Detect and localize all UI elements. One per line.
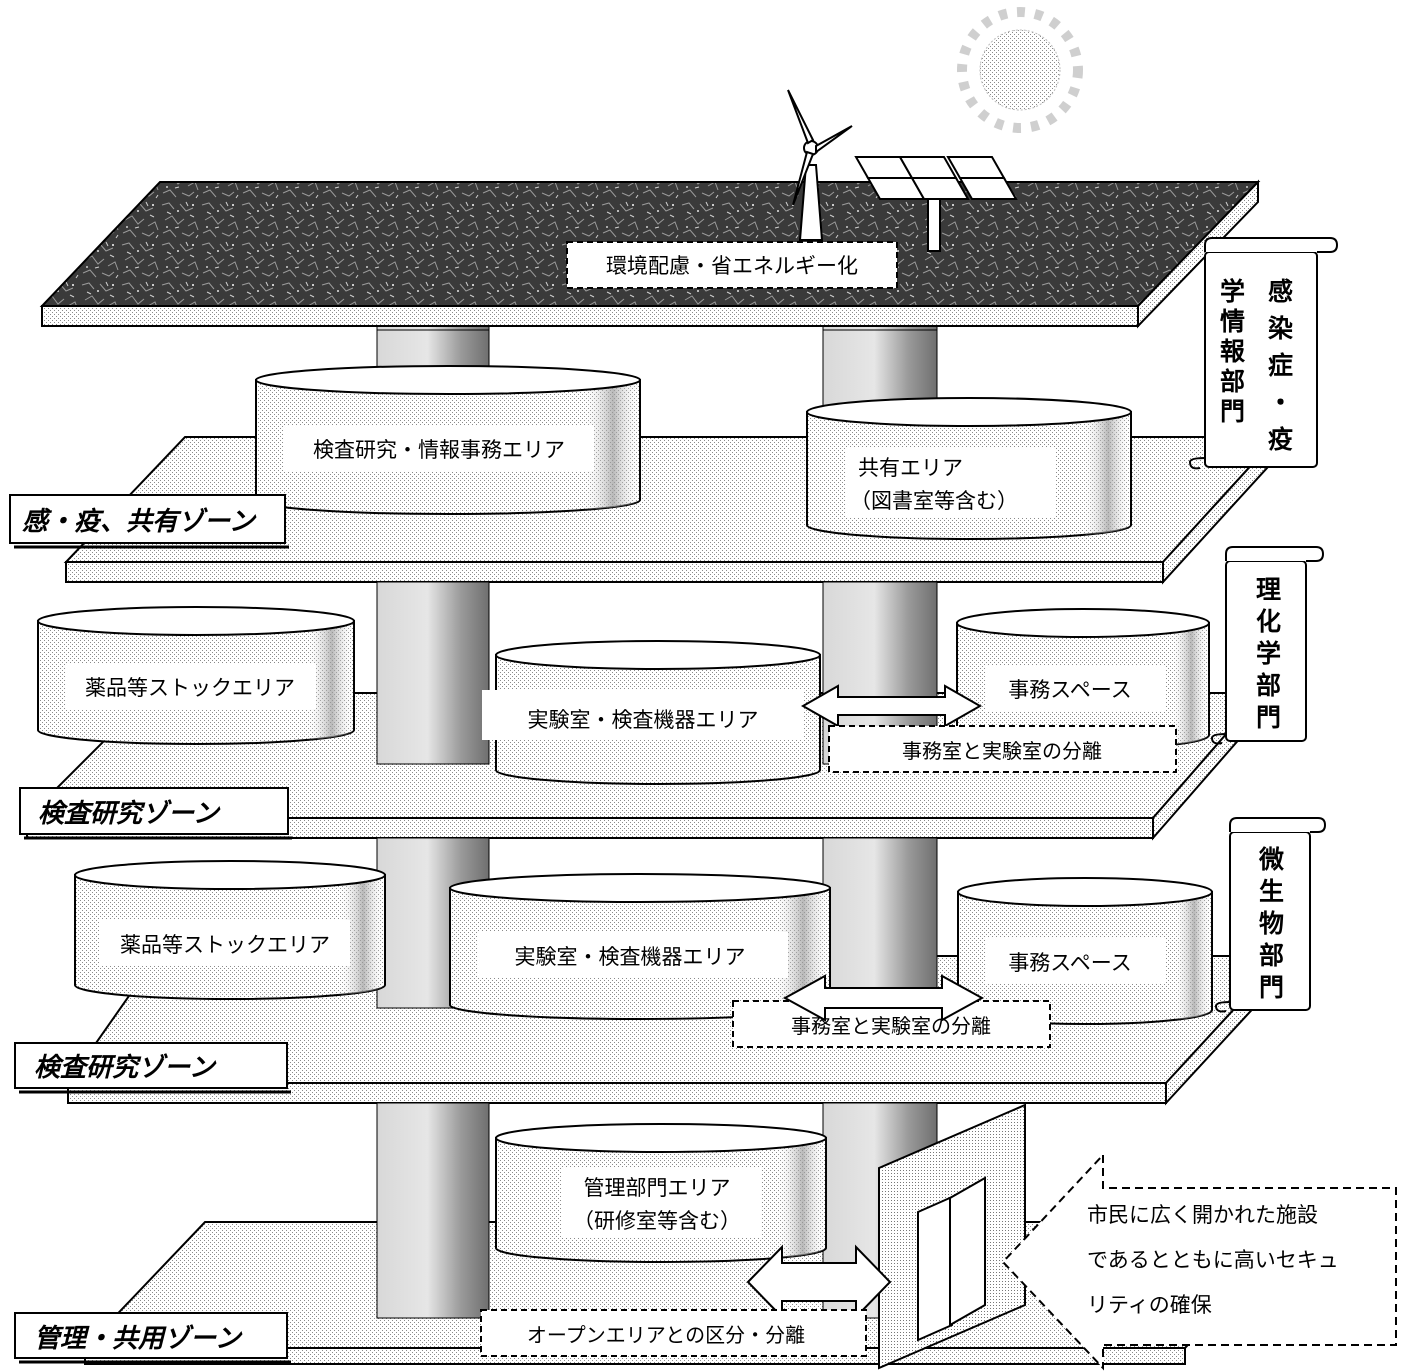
svg-text:部: 部	[1259, 941, 1284, 970]
svg-text:門: 門	[1259, 973, 1284, 1002]
area-cylinder: 事務スペース	[956, 608, 1210, 750]
department-scroll: 感 染 症 ・ 疫 学 情 報 部 門	[1188, 237, 1339, 470]
department-scroll: 理 化 学 部 門	[1210, 546, 1325, 745]
svg-text:事務室と実験室の分離: 事務室と実験室の分離	[902, 739, 1102, 763]
svg-text:管理・共用ゾーン: 管理・共用ゾーン	[34, 1324, 243, 1354]
area-label: 検査研究・情報事務エリア	[313, 438, 565, 462]
svg-text:オープンエリアとの区分・分離: オープンエリアとの区分・分離	[527, 1323, 805, 1347]
area-label: 実験室・検査機器エリア	[515, 945, 746, 969]
area-cylinder: 共有エリア （図書室等含む）	[806, 397, 1132, 540]
svg-text:情: 情	[1220, 307, 1245, 336]
area-label: 薬品等ストックエリア	[120, 933, 330, 957]
separation-note: 事務室と実験室の分離	[828, 725, 1177, 773]
separation-note: オープンエリアとの区分・分離	[480, 1309, 867, 1357]
svg-text:市民に広く開かれた施設: 市民に広く開かれた施設	[1087, 1203, 1318, 1227]
svg-text:検査研究ゾーン: 検査研究ゾーン	[34, 1053, 217, 1083]
area-label: 事務スペース	[1008, 678, 1131, 702]
double-arrow-icon	[782, 974, 985, 1022]
area-cylinder: 薬品等ストックエリア	[74, 860, 386, 1000]
zone-label: 管理・共用ゾーン	[14, 1312, 291, 1364]
svg-text:化: 化	[1256, 607, 1281, 636]
svg-text:学: 学	[1220, 277, 1245, 306]
svg-text:・: ・	[1268, 388, 1293, 417]
wind-turbine-icon	[787, 89, 853, 241]
svg-text:理: 理	[1256, 575, 1281, 604]
area-label-sub: （図書室等含む）	[850, 489, 1018, 513]
area-label: 薬品等ストックエリア	[85, 676, 295, 700]
area-cylinder: 事務スペース	[957, 877, 1213, 1025]
sun-icon	[957, 7, 1083, 133]
svg-text:学: 学	[1256, 639, 1281, 668]
area-cylinder: 検査研究・情報事務エリア	[255, 365, 641, 515]
area-cylinder: 管理部門エリア （研修室等含む）	[495, 1123, 827, 1263]
svg-text:部: 部	[1256, 671, 1281, 700]
svg-text:感: 感	[1268, 277, 1293, 306]
svg-text:染: 染	[1268, 314, 1293, 343]
area-label-sub: （研修室等含む）	[573, 1209, 741, 1233]
zone-label: 検査研究ゾーン	[14, 1042, 291, 1094]
svg-text:検査研究ゾーン: 検査研究ゾーン	[38, 799, 221, 829]
svg-text:微: 微	[1258, 845, 1284, 874]
area-cylinder: 薬品等ストックエリア	[37, 606, 355, 745]
entrance-door-icon	[878, 1103, 1026, 1370]
roof-label: 環境配慮・省エネルギー化	[566, 241, 898, 289]
department-scroll: 微 生 物 部 門	[1214, 817, 1327, 1013]
zone-label: 感・疫、共有ゾーン	[9, 494, 289, 549]
svg-text:リティの確保: リティの確保	[1087, 1293, 1212, 1317]
svg-text:環境配慮・省エネルギー化: 環境配慮・省エネルギー化	[606, 254, 858, 278]
double-arrow-icon	[800, 684, 983, 728]
svg-text:疫: 疫	[1268, 425, 1293, 454]
area-label: 管理部門エリア	[584, 1176, 731, 1200]
security-callout: 市民に広く開かれた施設 であるとともに高いセキュ リティの確保	[1001, 1152, 1397, 1371]
svg-text:物: 物	[1259, 909, 1284, 938]
svg-text:感・疫、共有ゾーン: 感・疫、共有ゾーン	[22, 507, 257, 537]
svg-text:門: 門	[1220, 397, 1245, 426]
svg-text:部: 部	[1220, 367, 1245, 396]
area-label: 実験室・検査機器エリア	[528, 708, 759, 732]
svg-text:であるとともに高いセキュ: であるとともに高いセキュ	[1087, 1248, 1339, 1272]
solar-panel-icon	[854, 156, 1018, 252]
svg-text:症: 症	[1268, 351, 1293, 380]
svg-text:生: 生	[1259, 877, 1284, 906]
area-cylinder: 実験室・検査機器エリア	[449, 873, 831, 1020]
area-label: 共有エリア	[858, 456, 963, 480]
area-cylinder: 実験室・検査機器エリア	[482, 640, 821, 785]
svg-text:門: 門	[1256, 703, 1281, 732]
area-label: 事務スペース	[1008, 951, 1131, 975]
svg-text:報: 報	[1220, 337, 1246, 366]
zone-label: 検査研究ゾーン	[19, 787, 292, 840]
double-arrow-icon	[746, 1244, 892, 1320]
